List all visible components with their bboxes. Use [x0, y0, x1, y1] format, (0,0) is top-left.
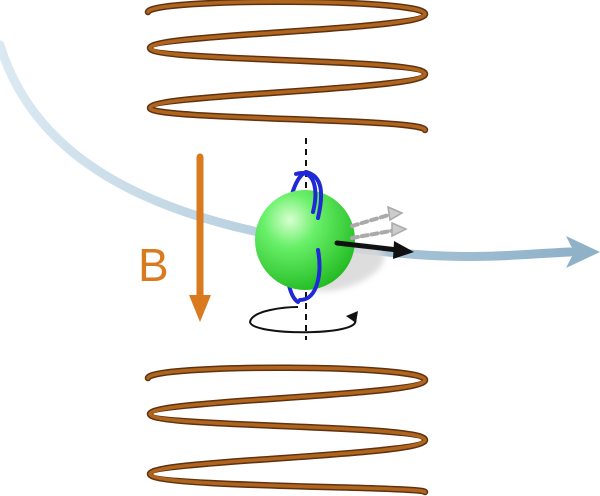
particle	[255, 190, 355, 290]
spin-loop-top	[294, 171, 318, 214]
coil-icon	[144, 364, 429, 496]
rotation-indicator	[248, 306, 358, 334]
field-arrow	[189, 153, 211, 322]
coil-icon	[144, 0, 429, 134]
top-coil	[144, 0, 429, 134]
arrow-down-icon	[189, 153, 211, 322]
bottom-coil	[144, 364, 429, 496]
rotation-arrow-icon	[248, 306, 358, 334]
field-label: B	[138, 239, 169, 291]
trajectory-arrowhead	[566, 236, 600, 268]
momentum-arrow	[334, 240, 414, 259]
ghost-arrows	[350, 205, 408, 240]
sphere-icon	[255, 190, 355, 290]
